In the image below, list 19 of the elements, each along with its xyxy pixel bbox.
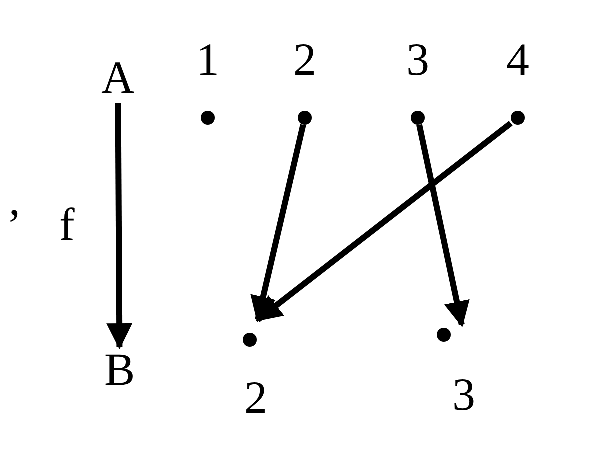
dot-marker <box>201 111 215 125</box>
note-text: , <box>9 177 20 223</box>
arrow <box>106 102 133 350</box>
arrow <box>416 124 470 328</box>
node-number: 3 <box>452 372 476 418</box>
dot-marker <box>511 111 525 125</box>
node-number: 2 <box>244 375 268 421</box>
node-number: 1 <box>196 37 220 83</box>
node-number: 4 <box>506 37 530 83</box>
arrow <box>250 124 306 323</box>
arrow <box>256 121 513 322</box>
node-number: 3 <box>406 37 430 83</box>
dot-marker <box>437 328 451 342</box>
node-label: B <box>104 347 136 393</box>
node-number: 2 <box>294 37 316 83</box>
dot-marker <box>243 333 257 347</box>
node-label: A <box>102 55 135 101</box>
dot-marker <box>411 111 425 125</box>
dot-marker <box>298 111 312 125</box>
